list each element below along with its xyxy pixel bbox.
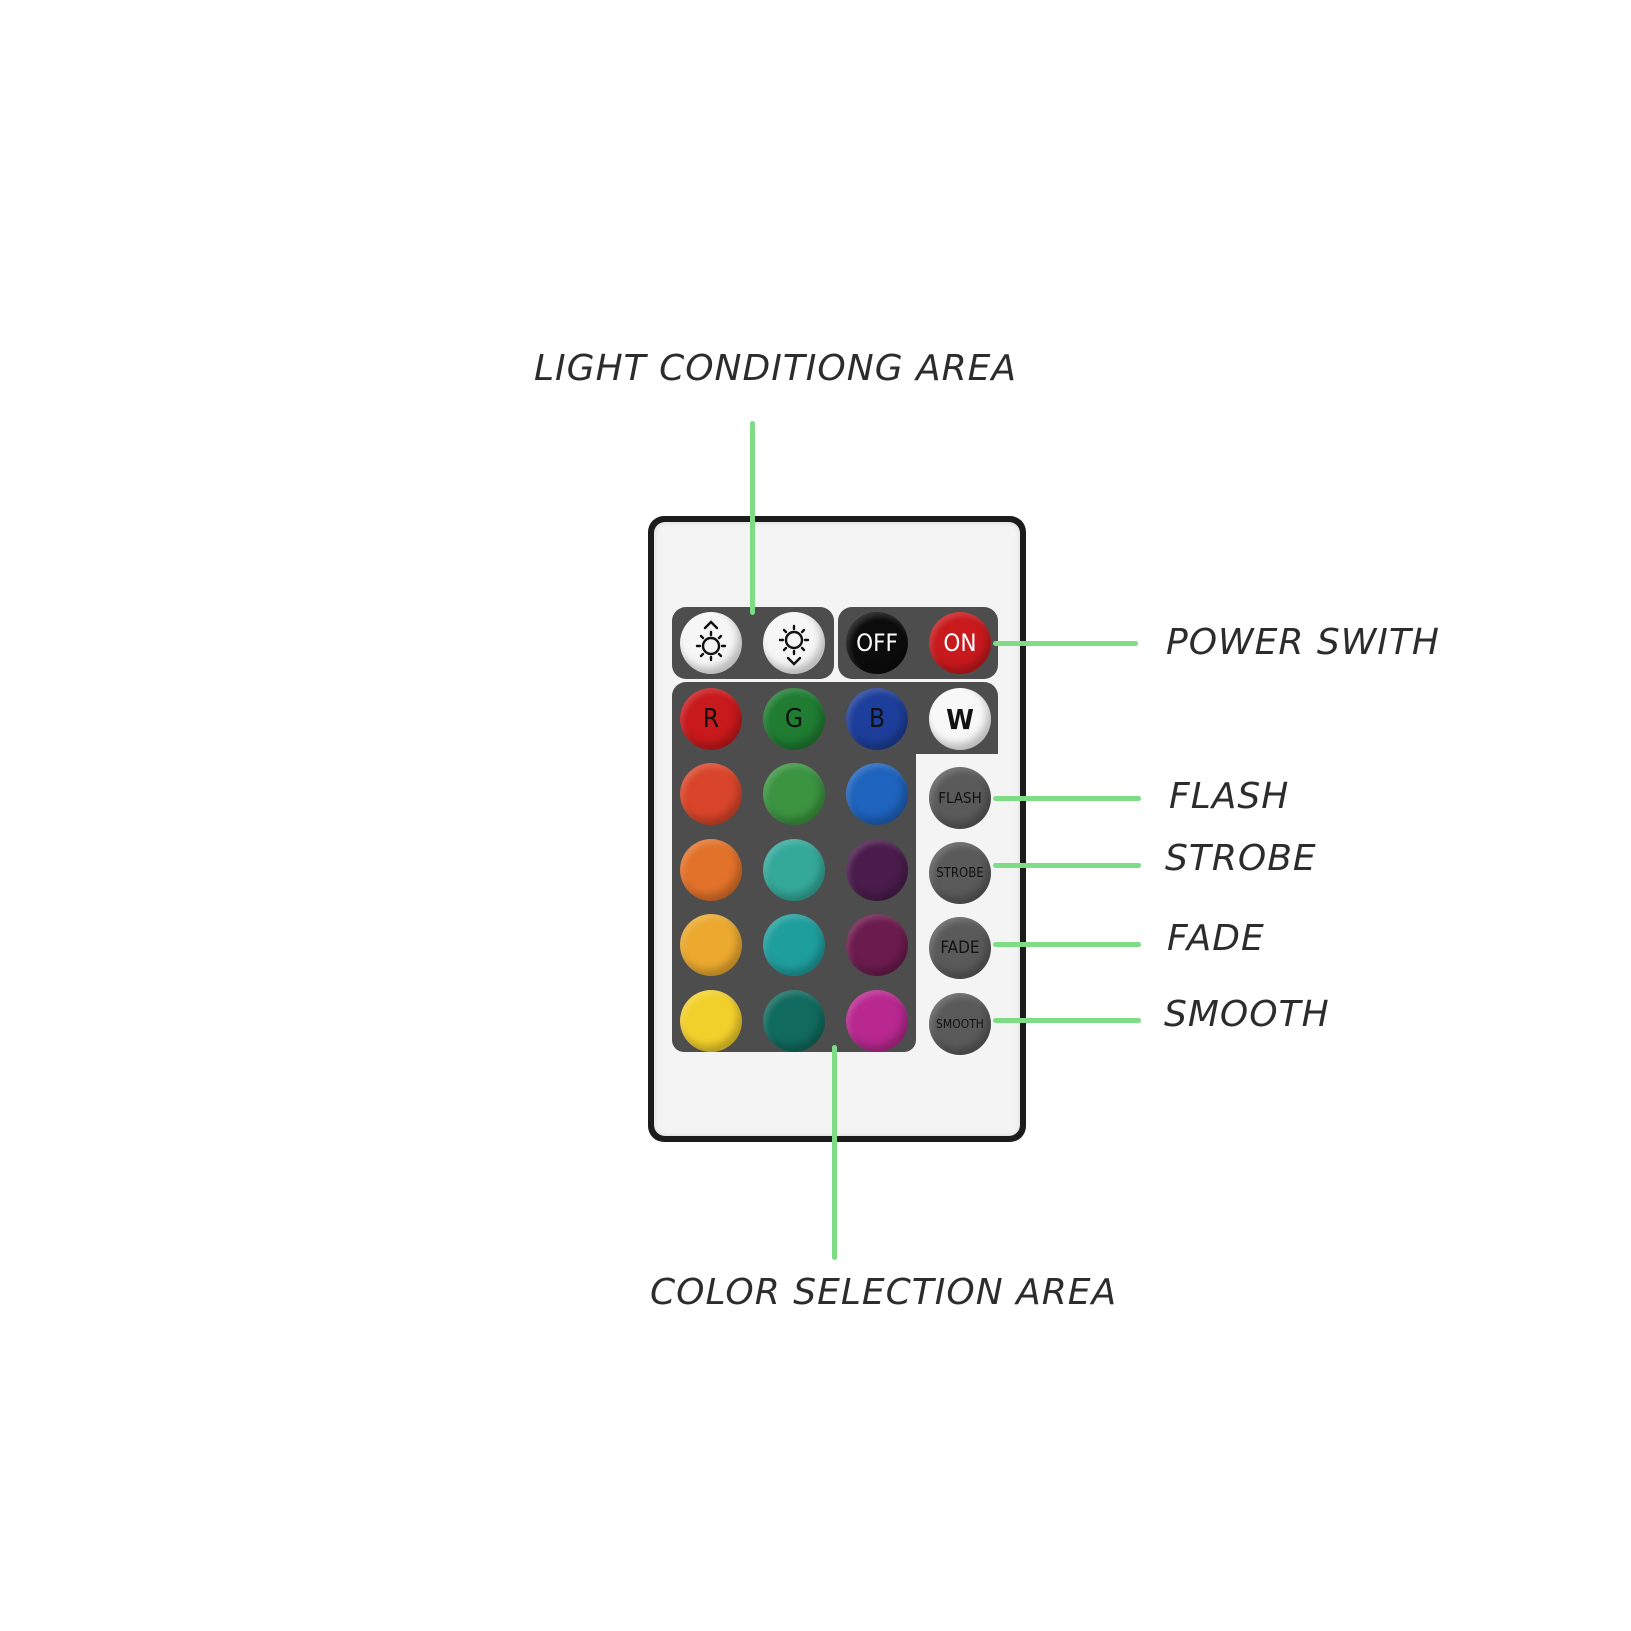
fade-label: FADE (1167, 918, 1265, 959)
color-button-1-2[interactable] (763, 763, 825, 825)
strobe-button-label: STROBE (936, 865, 984, 881)
flash-button[interactable]: FLASH (929, 767, 991, 829)
color-button-1-1[interactable] (680, 763, 742, 825)
off-button-label: OFF (856, 629, 898, 657)
fade-leader-line (993, 942, 1141, 947)
flash-leader-line (993, 796, 1141, 801)
brightness-down-button[interactable] (763, 612, 825, 674)
white-button-label: W (946, 702, 974, 736)
color-button-3-2[interactable] (763, 914, 825, 976)
color-button-2-2[interactable] (763, 839, 825, 901)
color-selection-area-label: COLOR SELECTION AREA (650, 1272, 1118, 1313)
color-button-4-3[interactable] (846, 990, 908, 1052)
light-conditioning-area-label: LIGHT CONDITIONG AREA (534, 348, 1018, 389)
blue-button[interactable]: B (846, 688, 908, 750)
color-button-2-3[interactable] (846, 839, 908, 901)
color-button-1-3[interactable] (846, 763, 908, 825)
smooth-button[interactable]: SMOOTH (929, 993, 991, 1055)
color-selection-leader-line (832, 1045, 837, 1260)
green-button[interactable]: G (763, 688, 825, 750)
flash-label: FLASH (1169, 776, 1290, 817)
on-button[interactable]: ON (929, 612, 991, 674)
color-button-2-1[interactable] (680, 839, 742, 901)
brightness-up-button[interactable] (680, 612, 742, 674)
smooth-button-label: SMOOTH (936, 1017, 984, 1031)
blue-button-label: B (868, 704, 886, 734)
color-button-3-1[interactable] (680, 914, 742, 976)
color-button-4-1[interactable] (680, 990, 742, 1052)
flash-button-label: FLASH (938, 789, 982, 807)
red-button[interactable]: R (680, 688, 742, 750)
sun-up-icon (691, 620, 731, 666)
fade-button[interactable]: FADE (929, 917, 991, 979)
sun-down-icon (774, 620, 814, 666)
on-button-label: ON (943, 629, 977, 657)
strobe-button[interactable]: STROBE (929, 842, 991, 904)
power-switch-leader-line (993, 641, 1138, 646)
light-conditioning-leader-line (750, 421, 755, 615)
strobe-leader-line (993, 863, 1141, 868)
strobe-label: STROBE (1165, 838, 1317, 879)
fade-button-label: FADE (940, 938, 980, 958)
off-button[interactable]: OFF (846, 612, 908, 674)
green-button-label: G (784, 704, 804, 734)
smooth-leader-line (993, 1018, 1141, 1023)
white-button[interactable]: W (929, 688, 991, 750)
red-button-label: R (702, 704, 720, 734)
color-button-4-2[interactable] (763, 990, 825, 1052)
power-switch-label: POWER SWITH (1166, 622, 1440, 663)
smooth-label: SMOOTH (1164, 994, 1330, 1035)
color-button-3-3[interactable] (846, 914, 908, 976)
